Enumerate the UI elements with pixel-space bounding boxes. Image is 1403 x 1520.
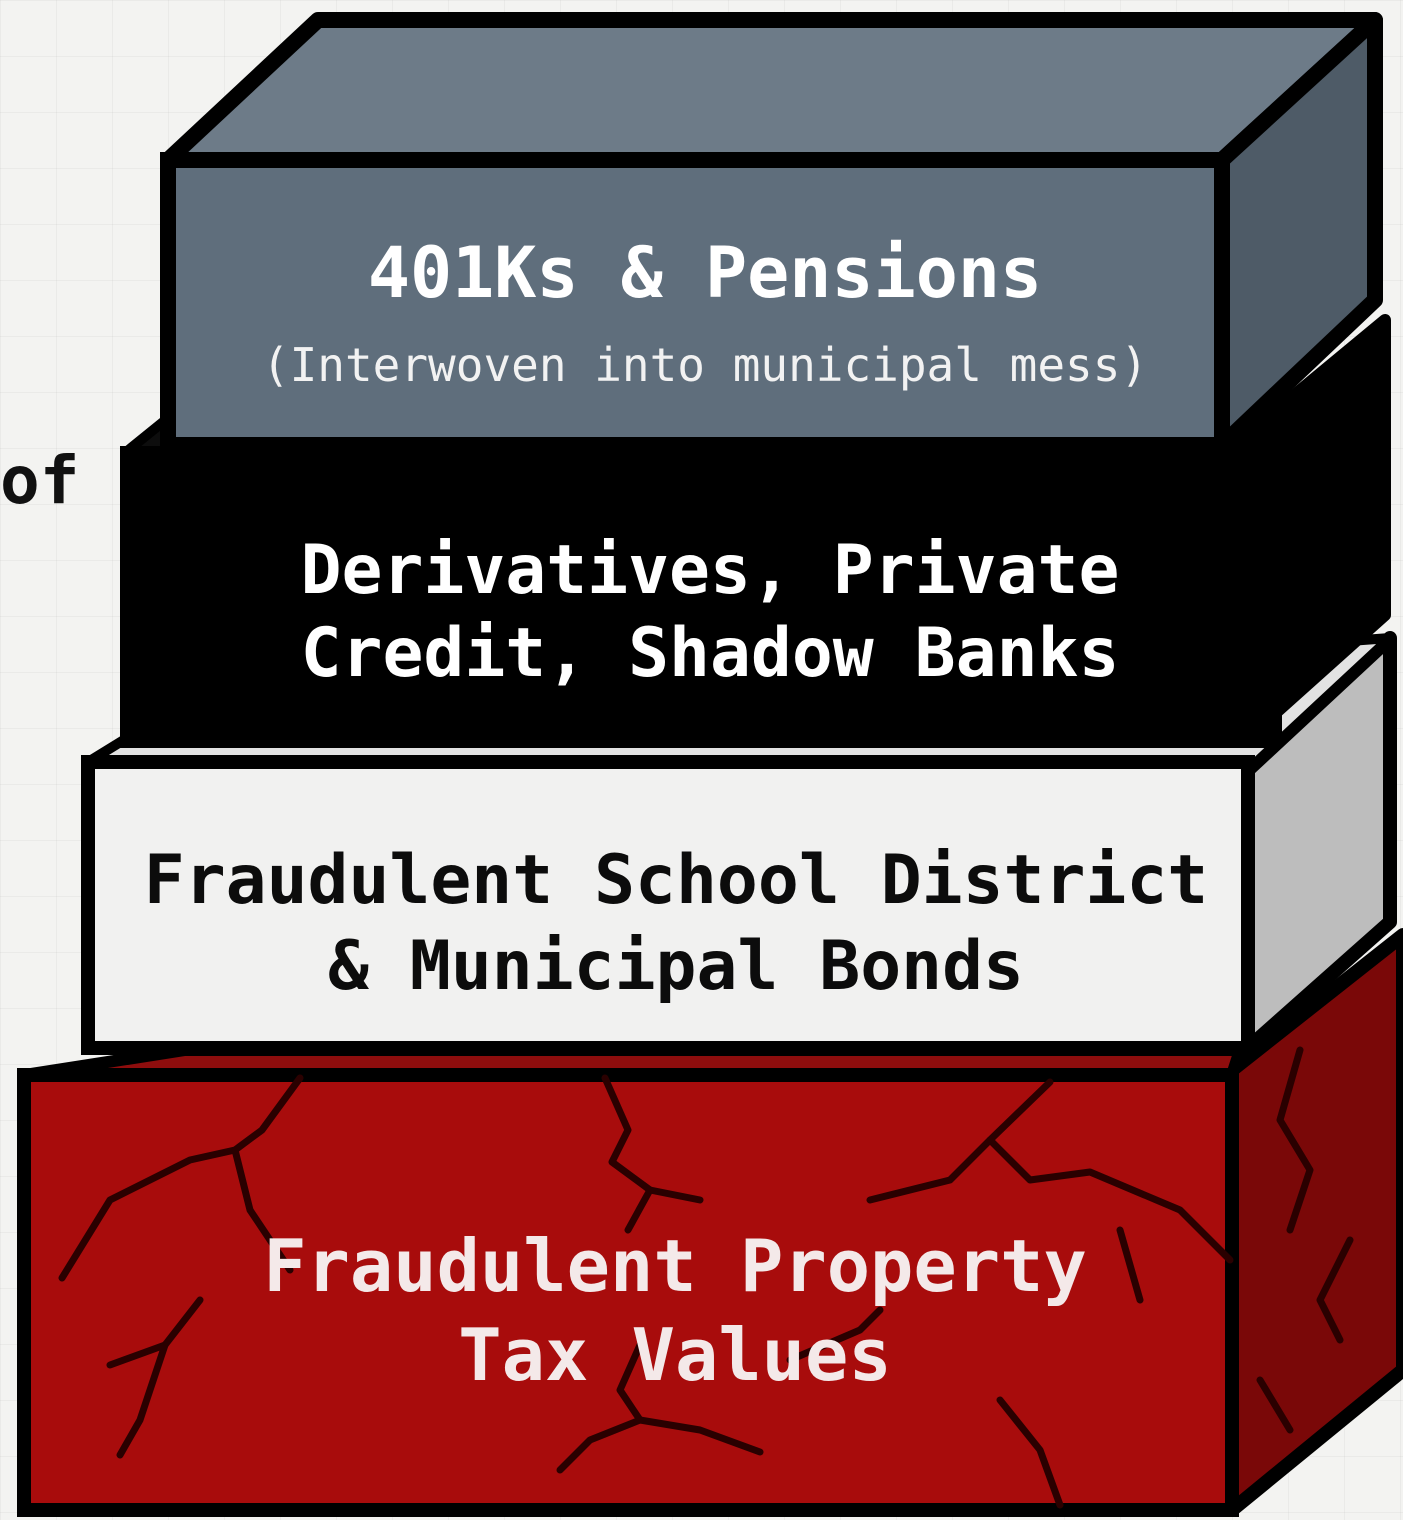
derivatives-title: Derivatives, Private Credit, Shadow Bank… — [300, 531, 1120, 693]
property-block-cracks — [58, 1046, 1354, 1509]
property-title: Fraudulent Property Tax Values — [263, 1224, 1087, 1398]
pensions-subtitle: (Interwoven into municipal mess) — [261, 338, 1149, 392]
property-block — [17, 928, 1403, 1517]
bonds-title: Fraudulent School District & Municipal B… — [143, 841, 1209, 1006]
pensions-block-top — [160, 12, 1383, 168]
bonds-block-front — [81, 755, 1255, 1055]
pensions-block-front — [160, 152, 1230, 453]
pensions-block — [160, 12, 1383, 453]
side-text-fragment: of — [0, 442, 80, 519]
derivatives-block-front — [120, 446, 1282, 748]
pensions-title: 401Ks & Pensions — [367, 232, 1043, 314]
